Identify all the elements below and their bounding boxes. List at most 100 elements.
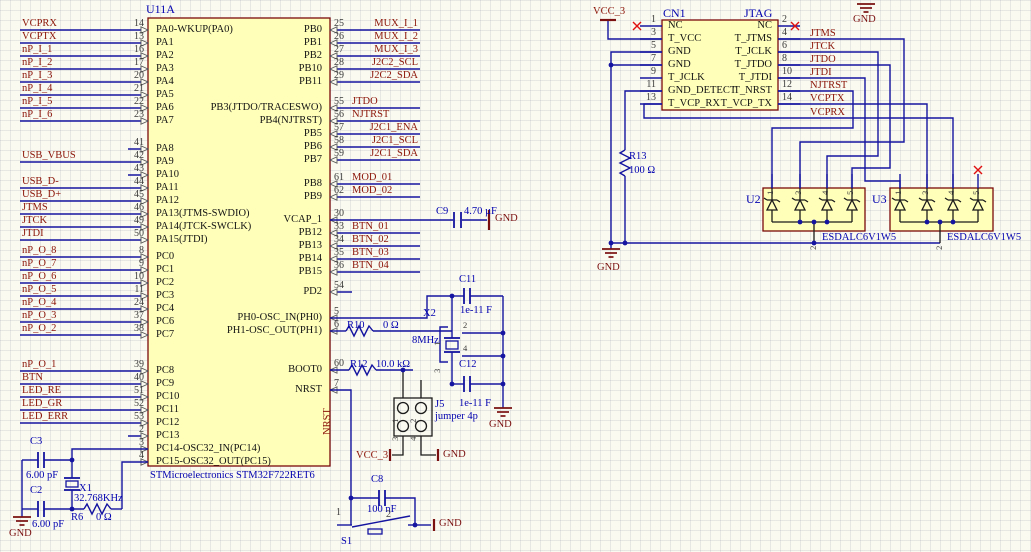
mcu-pin-number[interactable]: 28	[334, 57, 344, 68]
mcu-pin-number[interactable]: 33	[334, 221, 344, 232]
gnd-port-label[interactable]: GND	[9, 528, 32, 539]
mcu-pin-number[interactable]: 58	[334, 135, 344, 146]
mcu-pin-number[interactable]: 10	[134, 271, 144, 282]
x2-ref[interactable]: X2	[423, 308, 436, 319]
r10-ref[interactable]: R10	[347, 320, 365, 331]
mcu-pin-name[interactable]: PA7	[156, 115, 174, 126]
r12-value[interactable]: 10.0 kΩ	[376, 359, 411, 370]
r6-resistor[interactable]	[83, 502, 112, 516]
mcu-pin-number[interactable]: 59	[334, 148, 344, 159]
mcu-pin-number[interactable]: 42	[134, 150, 144, 161]
s1-actuator[interactable]	[367, 528, 383, 535]
mcu-pin-number[interactable]: 8	[139, 245, 144, 256]
mcu-pin-number[interactable]: 20	[134, 70, 144, 81]
x2-case-bracket[interactable]	[439, 326, 448, 363]
net-label[interactable]: JTCK	[810, 41, 836, 52]
s1-switch-lever[interactable]	[351, 515, 411, 528]
mcu-pin-number[interactable]: 62	[334, 185, 344, 196]
x2-pin-number[interactable]: 4	[463, 343, 468, 353]
net-label[interactable]: BTN_01	[352, 221, 389, 232]
c9-ref[interactable]: C9	[436, 206, 449, 217]
x1-value[interactable]: 32.768KHz	[74, 493, 123, 504]
c3-ref[interactable]: C3	[30, 436, 43, 447]
mcu-pin-number[interactable]: 37	[134, 310, 144, 321]
net-label[interactable]: LED_GR	[22, 398, 63, 409]
mcu-pin-name[interactable]: PC14-OSC32_IN(PC14)	[156, 443, 261, 454]
net-label[interactable]: nP_I_4	[22, 83, 53, 94]
u3-part[interactable]: ESDALC6V1W5	[947, 232, 1022, 243]
jtag-pin-number[interactable]: 1	[651, 14, 656, 25]
no-erc-icon[interactable]	[790, 21, 800, 31]
mcu-pin-name[interactable]: PB11	[299, 76, 322, 87]
jtag-pin-number[interactable]: 11	[646, 79, 656, 90]
mcu-pin-number[interactable]: 56	[334, 109, 344, 120]
j5-pin-number[interactable]: 4	[408, 436, 419, 441]
j5-pin-number[interactable]: 1	[390, 418, 401, 423]
mcu-pin-name[interactable]: PA10	[156, 169, 179, 180]
mcu-pin-number[interactable]: 50	[134, 228, 144, 239]
r13-value[interactable]: 100 Ω	[629, 165, 656, 176]
esd-pin-number[interactable]: 4	[820, 190, 831, 195]
wire[interactable]	[778, 38, 905, 188]
j5-pin-wire[interactable]	[420, 436, 436, 456]
r13-resistor[interactable]	[618, 149, 632, 177]
mcu-pin-number[interactable]: 60	[334, 358, 344, 369]
mcu-pin-name[interactable]: PA8	[156, 143, 174, 154]
net-label[interactable]: BTN_03	[352, 247, 389, 258]
net-label[interactable]: J2C2_SDA	[370, 70, 418, 81]
mcu-body[interactable]	[147, 17, 331, 467]
esd-pin-number[interactable]: 5	[845, 190, 856, 195]
mcu-pin-name[interactable]: PC6	[156, 316, 175, 327]
net-label[interactable]: nP_O_6	[22, 271, 57, 282]
net-label-vcprx[interactable]: VCPRX	[810, 107, 846, 118]
mcu-pin-name[interactable]: PC8	[156, 365, 175, 376]
mcu-pin-name[interactable]: PC12	[156, 417, 180, 428]
esd-pin-number[interactable]: 3	[920, 190, 931, 195]
wire[interactable]	[624, 90, 662, 150]
jtag-pin-number[interactable]: 7	[651, 53, 656, 64]
wire[interactable]	[385, 497, 416, 525]
net-label[interactable]: nP_I_5	[22, 96, 53, 107]
mcu-pin-name[interactable]: PH1-OSC_OUT(PH1)	[226, 325, 322, 336]
j5-pin-pad[interactable]	[396, 401, 410, 415]
mcu-pin-number[interactable]: 53	[134, 411, 144, 422]
gnd-port-label[interactable]: GND	[495, 213, 518, 224]
net-label[interactable]: BTN	[22, 372, 43, 383]
mcu-pin-name[interactable]: PB15	[298, 266, 322, 277]
mcu-designator[interactable]: U11A	[146, 2, 175, 16]
net-label[interactable]: LED_RE	[22, 385, 62, 396]
mcu-pin-name[interactable]: PA15(JTDI)	[156, 234, 208, 245]
esd-pin-number[interactable]: 5	[971, 190, 982, 195]
net-label[interactable]: nP_I_2	[22, 57, 53, 68]
net-label[interactable]: J2C1_ENA	[369, 122, 418, 133]
net-label[interactable]: nP_O_7	[22, 258, 57, 269]
net-label[interactable]: nP_O_3	[22, 310, 57, 321]
jtag-pin-number[interactable]: 13	[646, 92, 656, 103]
mcu-pin-number[interactable]: 21	[134, 83, 144, 94]
net-label[interactable]: nP_I_3	[22, 70, 53, 81]
mcu-pin-number[interactable]: 22	[134, 96, 144, 107]
mcu-pin-number[interactable]: 6	[334, 319, 339, 330]
wire[interactable]	[330, 389, 352, 525]
mcu-pin-number[interactable]: 52	[134, 398, 144, 409]
wire[interactable]	[771, 90, 854, 188]
c2-value[interactable]: 6.00 pF	[32, 519, 65, 530]
jtag-pin-name[interactable]: T_JTMS	[734, 33, 772, 44]
net-label[interactable]: VCPTX	[810, 93, 845, 104]
mcu-pin-name[interactable]: PA6	[156, 102, 174, 113]
mcu-pin-name[interactable]: PB6	[303, 141, 322, 152]
c3-value[interactable]: 6.00 pF	[26, 470, 59, 481]
gnd-port-label[interactable]: GND	[597, 262, 620, 273]
r10-resistor[interactable]	[345, 324, 374, 338]
mcu-pin-name[interactable]: PD2	[303, 286, 322, 297]
mcu-pin-name[interactable]: PA13(JTMS-SWDIO)	[156, 208, 250, 219]
mcu-pin-name[interactable]: PC11	[156, 404, 179, 415]
vcc-port-label[interactable]: VCC_3	[356, 450, 389, 461]
mcu-pin-number[interactable]: 30	[334, 208, 344, 219]
mcu-pin-number[interactable]: 5	[334, 306, 339, 317]
mcu-pin-name[interactable]: PB2	[303, 50, 322, 61]
r6-ref[interactable]: R6	[71, 512, 84, 523]
mcu-pin-name[interactable]: PC1	[156, 264, 175, 275]
jtag-pin-number[interactable]: 14	[782, 92, 792, 103]
mcu-pin-name[interactable]: PA11	[156, 182, 179, 193]
